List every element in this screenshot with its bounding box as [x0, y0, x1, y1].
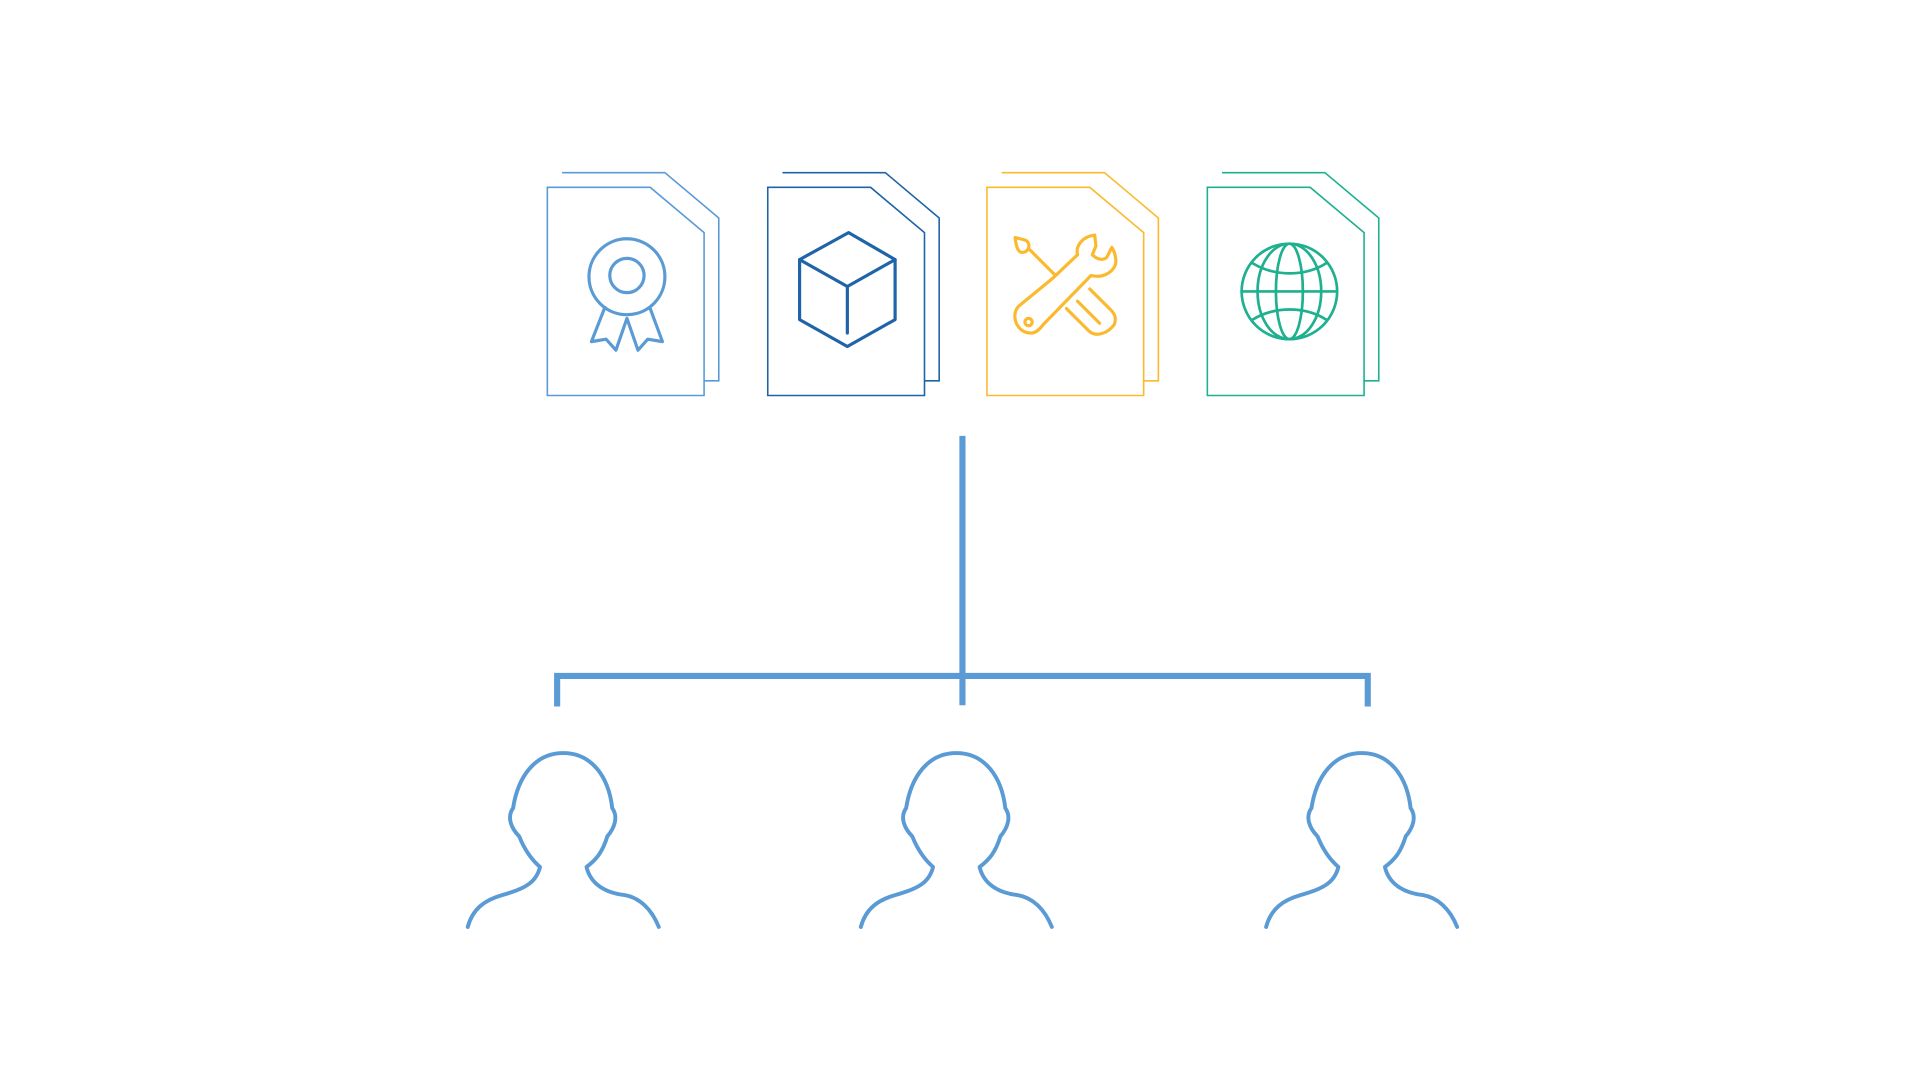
person-icon [465, 751, 661, 929]
document-award [546, 171, 720, 397]
document-tools [986, 171, 1160, 397]
connector-lines [554, 435, 1371, 707]
person-icon [1264, 751, 1460, 929]
document-globe [1206, 171, 1380, 397]
document-product [766, 171, 940, 397]
person-icon [858, 751, 1054, 929]
document-front-page [986, 186, 1145, 397]
globe-icon [1240, 242, 1339, 341]
award-ribbon-icon [587, 237, 667, 352]
branch-line [554, 672, 1371, 707]
cube-icon [798, 231, 897, 349]
tools-icon [1013, 233, 1118, 336]
